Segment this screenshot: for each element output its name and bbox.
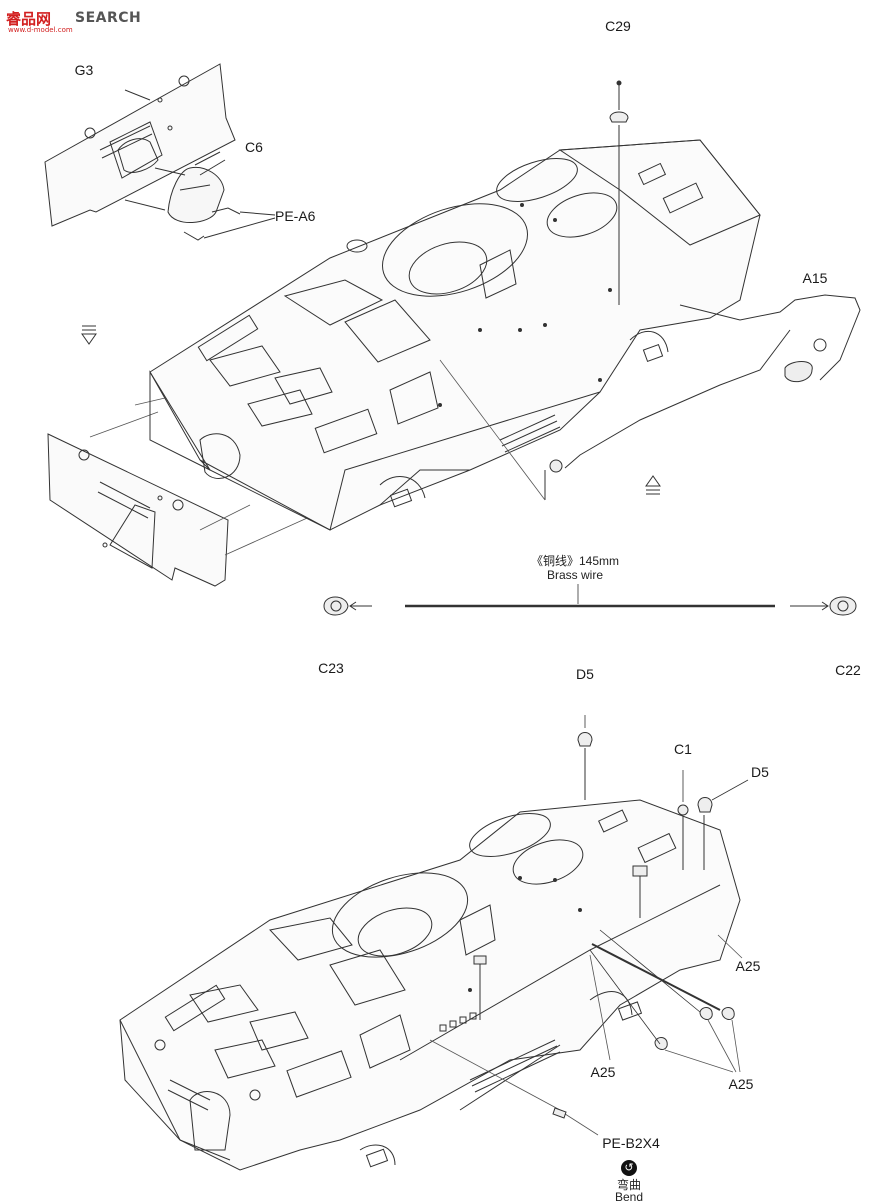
top-hull <box>149 139 761 531</box>
part-c1 <box>677 770 689 870</box>
bend-cn: 弯曲 <box>616 1178 641 1192</box>
bend-icon: ↺ <box>621 1160 637 1176</box>
label-g3: G3 <box>74 62 94 78</box>
direction-down-icon <box>81 325 97 345</box>
label-a15: A15 <box>802 270 828 286</box>
bend-note: 弯曲 Bend <box>615 1178 643 1204</box>
g3-c6-arrows <box>124 89 221 211</box>
watermark-logo: 睿品网 SEARCH <box>6 4 141 32</box>
label-c23: C23 <box>318 660 344 676</box>
part-rear-plate-lower <box>47 433 229 587</box>
label-d5-top: D5 <box>576 666 594 682</box>
label-a25-c: A25 <box>728 1076 754 1092</box>
label-a25-a: A25 <box>735 958 761 974</box>
bottom-hull <box>119 799 741 1171</box>
label-pe-b2x4: PE-B2X4 <box>602 1135 660 1151</box>
brass-wire-en: Brass wire <box>546 568 604 582</box>
watermark-url: www.d-model.com <box>8 26 73 34</box>
label-c29: C29 <box>605 18 631 34</box>
part-pe-b2x4 <box>552 1107 567 1119</box>
brass-wire-assembly <box>323 584 857 616</box>
part-a15-cable <box>544 294 861 500</box>
top-guide-lines <box>439 359 546 501</box>
part-g3-plate <box>44 63 236 227</box>
direction-up-icon <box>645 475 661 495</box>
watermark-search: SEARCH <box>75 10 142 26</box>
label-c22: C22 <box>835 662 861 678</box>
label-pe-a6: PE-A6 <box>275 208 316 224</box>
bend-en: Bend <box>614 1190 644 1204</box>
part-pe-a6 <box>183 207 276 241</box>
part-c29 <box>609 80 629 305</box>
label-d5-right: D5 <box>751 764 769 780</box>
brass-wire-note: 《铜线》145mm Brass wire <box>531 554 619 582</box>
part-a25-rods <box>473 865 735 1050</box>
label-c1: C1 <box>674 741 692 757</box>
part-d5-top <box>577 715 593 800</box>
label-c6: C6 <box>245 139 263 155</box>
part-c6 <box>167 159 226 224</box>
label-a25-b: A25 <box>590 1064 616 1080</box>
watermark-brand-cn: 睿品网 <box>6 9 52 28</box>
bottom-leader-lines <box>429 934 743 1136</box>
part-d5-right <box>697 779 749 870</box>
brass-wire-cn: 《铜线》145mm <box>530 554 620 568</box>
